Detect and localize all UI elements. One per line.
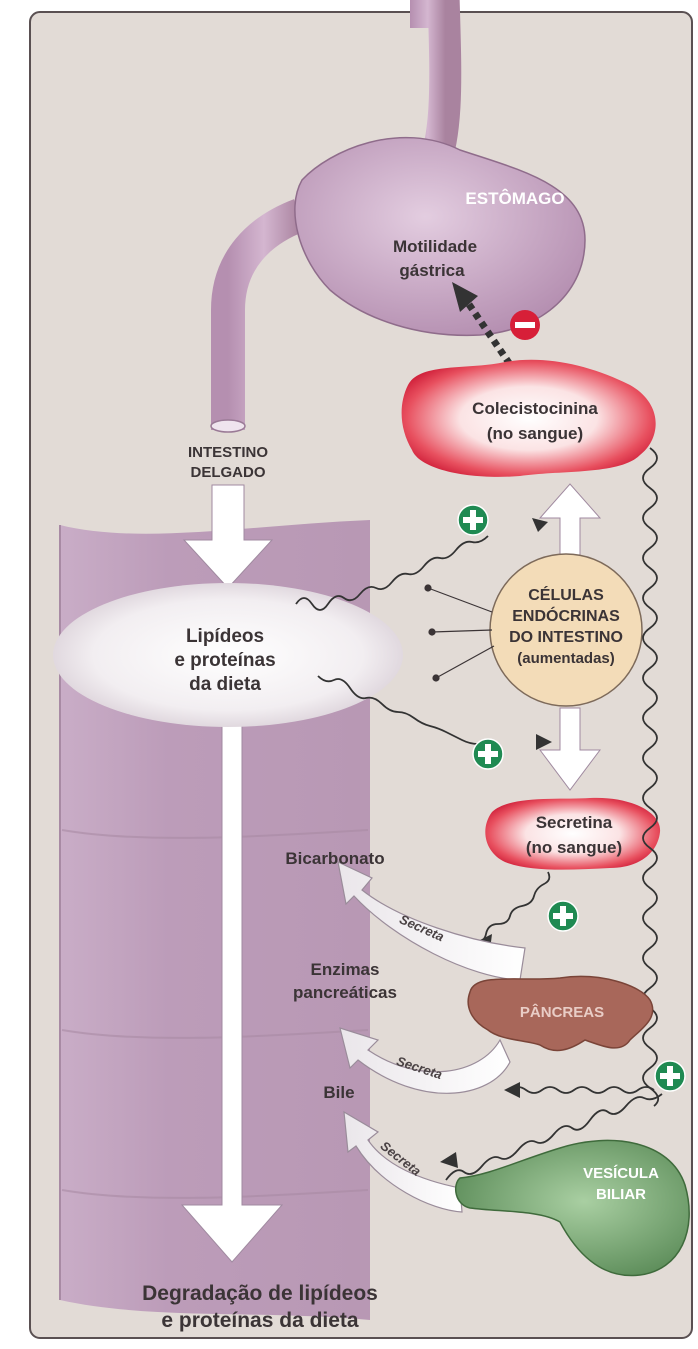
gallbladder-label-line2: BILIAR — [596, 1186, 646, 1203]
secretin-hormone-blob — [485, 798, 660, 870]
cck-label-line1: Colecistocinina — [472, 399, 598, 418]
bile-label: Bile — [323, 1083, 354, 1102]
small-intestine-label-line2: DELGADO — [191, 464, 266, 481]
endocrine-label-line1: CÉLULAS — [528, 585, 604, 604]
minus-badge — [510, 310, 540, 340]
result-label-line1: Degradação de lipídeos — [142, 1282, 378, 1305]
gastric-motility-label-line1: Motilidade — [393, 237, 477, 256]
nutrients-label-line2: e proteínas — [174, 650, 275, 671]
result-label-line2: e proteínas da dieta — [161, 1309, 359, 1332]
secretin-label-line1: Secretina — [536, 813, 613, 832]
plus-badge-secretin — [473, 739, 503, 769]
plus-badge-cck — [458, 505, 488, 535]
enzymes-label-line2: pancreáticas — [293, 983, 397, 1002]
cck-label-line2: (no sangue) — [487, 424, 583, 443]
stomach-label: ESTÔMAGO — [465, 189, 564, 208]
secretin-label-line2: (no sangue) — [526, 838, 622, 857]
gallbladder-label-line1: VESÍCULA — [583, 1165, 659, 1182]
nutrients-label-line1: Lipídeos — [186, 626, 264, 647]
gastric-motility-label-line2: gástrica — [399, 261, 465, 280]
endocrine-label-line3: DO INTESTINO — [509, 629, 623, 646]
pancreas-label: PÂNCREAS — [520, 1003, 604, 1021]
small-intestine-label-line1: INTESTINO — [188, 444, 268, 461]
endocrine-label-line2: ENDÓCRINAS — [512, 606, 620, 625]
nutrients-label-line3: da dieta — [189, 674, 261, 695]
plus-badge-pancreas — [548, 901, 578, 931]
enzymes-label-line1: Enzimas — [311, 960, 380, 979]
endocrine-label-line4: (aumentadas) — [517, 650, 615, 667]
plus-badge-gallbladder — [655, 1061, 685, 1091]
tube-opening — [211, 420, 245, 432]
bicarbonate-label: Bicarbonato — [285, 849, 384, 868]
